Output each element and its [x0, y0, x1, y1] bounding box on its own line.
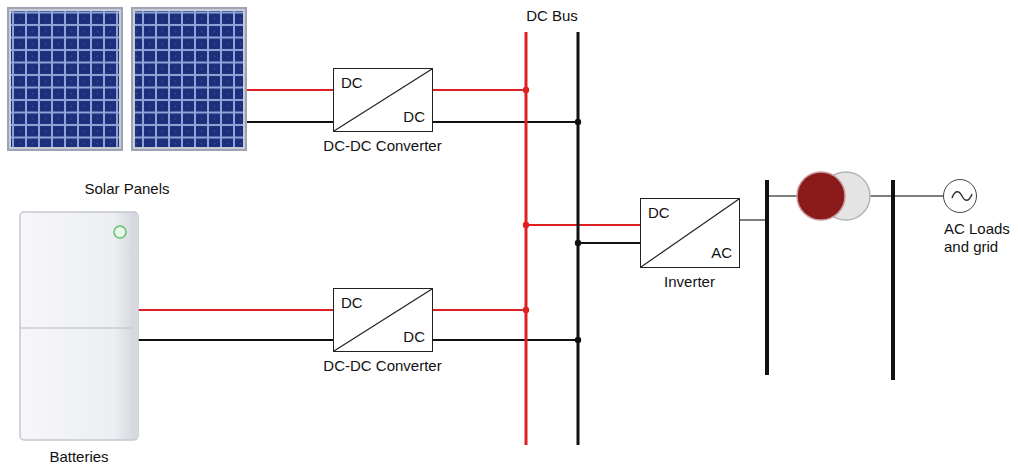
- dc-dc-converter: DCDCDC-DC Converter: [333, 288, 433, 352]
- wire: [138, 309, 333, 311]
- wire: [138, 339, 333, 341]
- connector: [138, 310, 333, 340]
- dc-bus-lines: [526, 32, 578, 445]
- device-caption: Solar Panels: [84, 180, 169, 198]
- wire: [246, 89, 333, 91]
- solar-panels: Solar Panels: [8, 8, 246, 150]
- connector: [433, 87, 581, 125]
- connector: [246, 90, 333, 122]
- port-label: DC: [403, 328, 425, 346]
- converter-diagonals: [334, 69, 739, 351]
- block-caption: Inverter: [664, 273, 715, 291]
- dc-bus: DC Bus: [522, 32, 582, 445]
- batteries: Batteries: [20, 212, 138, 440]
- wire: [433, 89, 526, 91]
- load-caption: AC Loads and grid: [944, 220, 1014, 256]
- ac-source-tilde: [952, 192, 972, 201]
- block-caption: DC-DC Converter: [323, 357, 441, 375]
- connector: [433, 307, 581, 343]
- wire: [433, 339, 578, 341]
- battery-art: [20, 212, 138, 440]
- port-label: AC: [711, 244, 732, 262]
- port-label: DC: [648, 204, 670, 222]
- port-label: DC: [403, 108, 425, 126]
- dc-dc-converter: DCDCDC-DC Converter: [333, 68, 433, 132]
- port-label: DC: [341, 294, 363, 312]
- inverter-box: DCACInverter: [640, 198, 740, 268]
- transformer-symbol: [797, 172, 870, 220]
- block-caption: DC-DC Converter: [323, 137, 441, 155]
- wire: [433, 309, 526, 311]
- wire: [578, 242, 640, 244]
- bus-label: DC Bus: [526, 7, 578, 25]
- wire: [526, 224, 640, 226]
- ac-source: AC Loads and grid: [943, 179, 977, 213]
- connector: [523, 222, 640, 246]
- wire: [433, 121, 578, 123]
- device-caption: Batteries: [49, 448, 108, 466]
- port-label: DC: [341, 74, 363, 92]
- wire: [246, 121, 333, 123]
- solar-panel-art: [8, 8, 246, 150]
